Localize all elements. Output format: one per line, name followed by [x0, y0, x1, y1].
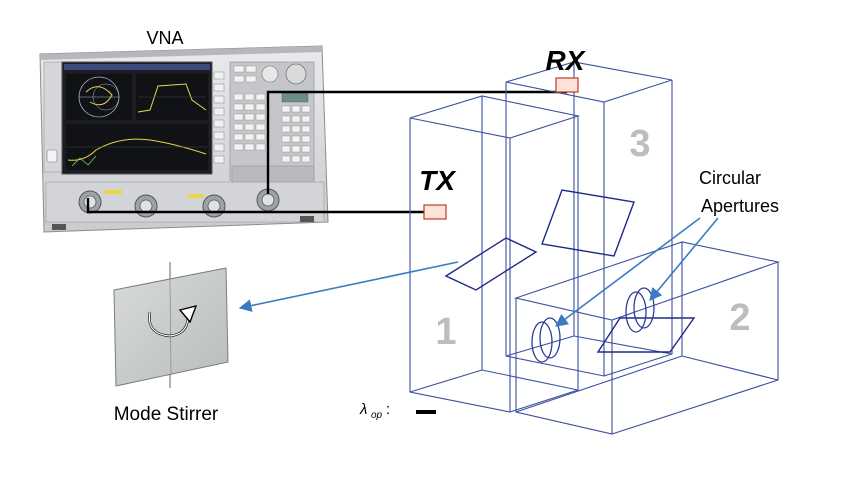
stirrer-plate-cavity-2 — [596, 317, 696, 353]
aperture-arrow-right — [649, 217, 719, 301]
cavity-2-box — [513, 241, 781, 435]
rf-port-2-icon — [134, 194, 158, 218]
cavity-1-number: 1 — [435, 311, 456, 353]
rx-antenna-icon — [555, 77, 579, 93]
power-button-icon — [46, 149, 58, 163]
stirrer-plate-cavity-1 — [444, 237, 538, 291]
vna-instrument — [39, 45, 329, 233]
stirrer-callout-arrow — [238, 261, 459, 312]
cavity-1-box — [409, 95, 581, 413]
mode-stirrer-label: Mode Stirrer — [114, 404, 219, 425]
wavelength-scale: λ op : — [359, 401, 436, 421]
cable-to-tx — [86, 198, 436, 214]
vna-screen — [61, 61, 213, 175]
cavity-2-number: 2 — [729, 297, 750, 339]
rotary-knob-icon — [285, 63, 307, 85]
circular-apertures-label-line1: Circular — [699, 168, 761, 188]
cavity-3-number: 3 — [629, 123, 650, 165]
softkeys — [213, 71, 225, 164]
keypad — [229, 61, 315, 181]
rf-port-4-icon — [256, 188, 280, 212]
rx-label: RX — [546, 45, 587, 76]
stirrer-plate-cavity-3 — [541, 189, 635, 257]
wavelength-subscript: op — [371, 410, 383, 421]
circular-aperture-left-icon — [531, 317, 561, 363]
aperture-arrow-left — [554, 217, 701, 327]
rotation-arrow-icon — [148, 304, 198, 338]
vna-label: VNA — [146, 28, 183, 48]
rf-port-1-icon — [78, 190, 102, 214]
circular-aperture-right-icon — [625, 287, 655, 333]
rf-port-3-icon — [202, 194, 226, 218]
wavelength-symbol: λ — [359, 401, 367, 418]
circular-apertures-label-line2: Apertures — [701, 196, 779, 216]
tx-label: TX — [419, 165, 457, 196]
cavity-3-box — [505, 61, 673, 377]
wavelength-colon: : — [386, 401, 390, 418]
wavelength-scale-bar — [416, 410, 436, 414]
mode-stirrer-illustration — [113, 262, 229, 388]
tx-antenna-icon — [423, 204, 447, 220]
